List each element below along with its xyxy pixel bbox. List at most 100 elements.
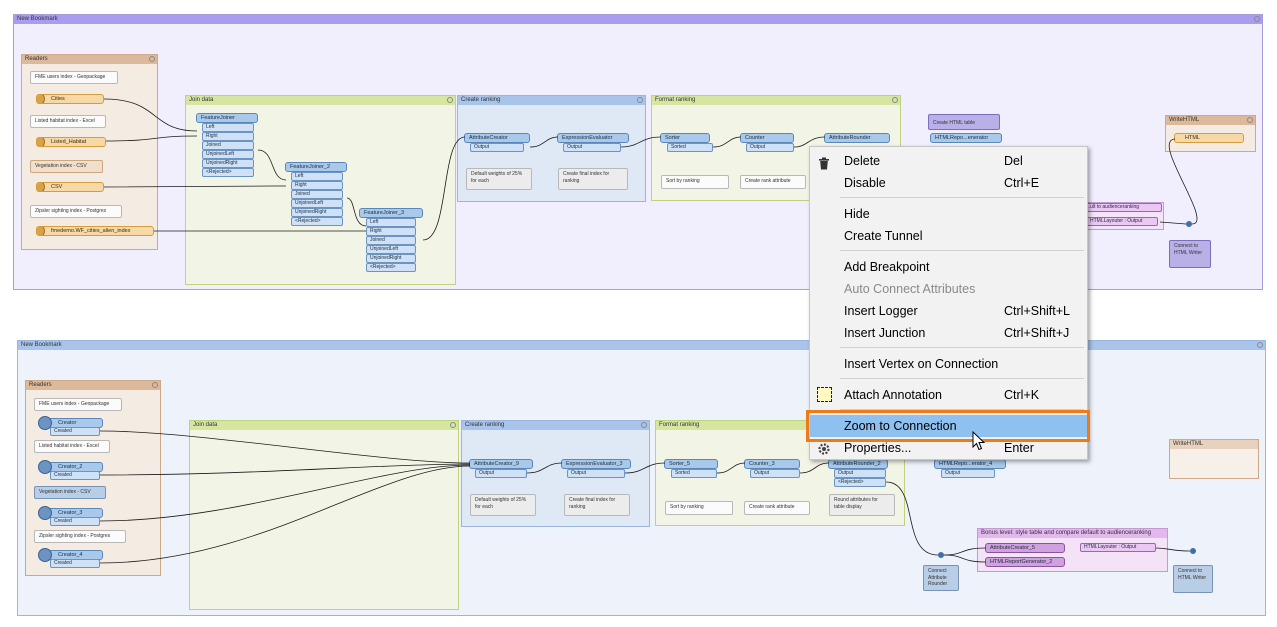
- gear-icon[interactable]: [450, 422, 456, 428]
- output-port[interactable]: Output: [746, 143, 794, 152]
- htmllayouter-output[interactable]: HTMLLayouter : Output: [1080, 543, 1156, 552]
- featurejoiner-port[interactable]: Right: [202, 132, 254, 141]
- output-port[interactable]: Output: [750, 469, 800, 478]
- featurejoiner-port[interactable]: UnjoinedLeft: [202, 150, 254, 159]
- creator-label: Creator_2: [58, 464, 83, 470]
- reader-annotation: FME users index - Geopackage: [30, 71, 118, 84]
- reader-feature-zipsler[interactable]: fmedemo.WF_cities_alien_index: [36, 226, 154, 236]
- menu-item-disable[interactable]: Disable Ctrl+E: [810, 172, 1087, 194]
- gear-icon: [817, 441, 831, 455]
- reader-feature-cities[interactable]: Cities: [36, 94, 104, 104]
- featurejoiner-2-port[interactable]: Joined: [291, 190, 343, 199]
- transformer-sorter-5[interactable]: Sorter_5: [664, 459, 718, 469]
- created-port[interactable]: Created: [50, 517, 100, 526]
- created-port[interactable]: Created: [50, 427, 100, 436]
- menu-separator: [840, 409, 1084, 410]
- featurejoiner-port[interactable]: Joined: [202, 141, 254, 150]
- transformer-htmlreportgenerator[interactable]: HTMLRepo...enerator: [930, 133, 1002, 143]
- featurejoiner-3-port[interactable]: Joined: [366, 236, 416, 245]
- output-port[interactable]: Output: [563, 143, 621, 152]
- featurejoiner-port[interactable]: UnjoinedRight: [202, 159, 254, 168]
- writer-feature-html[interactable]: HTML: [1174, 133, 1244, 143]
- menu-item-properties[interactable]: Properties... Enter: [810, 437, 1087, 459]
- created-port[interactable]: Created: [50, 471, 100, 480]
- gear-icon[interactable]: [892, 97, 898, 103]
- featurejoiner-3-port[interactable]: UnjoinedLeft: [366, 245, 416, 254]
- creator-icon: [38, 506, 52, 520]
- menu-item-insert-logger[interactable]: Insert Logger Ctrl+Shift+L: [810, 300, 1087, 322]
- featurejoiner-3-port[interactable]: <Rejected>: [366, 263, 416, 272]
- transformer-featurejoiner-2[interactable]: FeatureJoiner_2: [285, 162, 347, 172]
- transformer-expressionevaluator-3[interactable]: ExpressionEvaluator_3: [561, 459, 631, 469]
- menu-label: Insert Logger: [844, 304, 918, 318]
- menu-item-zoom-to-connection[interactable]: Zoom to Connection: [810, 415, 1087, 437]
- reader-annotation: FME users index - Geopackage: [34, 398, 122, 411]
- transformer-attributerounder[interactable]: AttributeRounder: [824, 133, 890, 143]
- menu-item-insert-vertex[interactable]: Insert Vertex on Connection: [810, 353, 1087, 375]
- featurejoiner-3-port[interactable]: Right: [366, 227, 416, 236]
- created-port[interactable]: Created: [50, 559, 100, 568]
- transformer-counter-3[interactable]: Counter_3: [744, 459, 800, 469]
- reader-icon: [37, 183, 45, 191]
- transformer-attributecreator-5[interactable]: AttributeCreator_5: [985, 543, 1065, 553]
- gear-icon[interactable]: [149, 56, 155, 62]
- transformer-featurejoiner[interactable]: FeatureJoiner: [196, 113, 258, 123]
- output-port[interactable]: Output: [475, 469, 527, 478]
- output-port[interactable]: Output: [567, 469, 625, 478]
- menu-item-delete[interactable]: Delete Del: [810, 150, 1087, 172]
- join-data-group-bottom[interactable]: Join data: [189, 420, 459, 610]
- menu-label: Properties...: [844, 441, 912, 455]
- creator-icon: [38, 548, 52, 562]
- menu-item-add-breakpoint[interactable]: Add Breakpoint: [810, 256, 1087, 278]
- reader-feature-habitat[interactable]: Listed_Habitat: [36, 137, 106, 147]
- gear-icon[interactable]: [152, 382, 158, 388]
- readers-group-title: Readers: [22, 55, 157, 64]
- sorted-port[interactable]: Sorted: [671, 469, 717, 478]
- gear-icon[interactable]: [637, 97, 643, 103]
- featurejoiner-2-port[interactable]: UnjoinedRight: [291, 208, 343, 217]
- gear-icon[interactable]: [1247, 117, 1253, 123]
- featurejoiner-port[interactable]: Left: [202, 123, 254, 132]
- featurejoiner-port[interactable]: <Rejected>: [202, 168, 254, 177]
- menu-item-hide[interactable]: Hide: [810, 203, 1087, 225]
- menu-item-attach-annotation[interactable]: Attach Annotation Ctrl+K: [810, 384, 1087, 406]
- transformer-attributecreator-9[interactable]: AttributeCreator_9: [469, 459, 533, 469]
- reader-feature-csv[interactable]: CSV: [36, 182, 104, 192]
- gear-icon[interactable]: [641, 422, 647, 428]
- menu-item-create-tunnel[interactable]: Create Tunnel: [810, 225, 1087, 247]
- gear-icon[interactable]: [1257, 342, 1263, 348]
- featurejoiner-2-port[interactable]: Left: [291, 172, 343, 181]
- transformer-sorter[interactable]: Sorter: [660, 133, 710, 143]
- reader-annotation: Listed habitat index - Excel: [30, 115, 106, 128]
- menu-label: Disable: [844, 176, 886, 190]
- transformer-htmlreportgenerator-4[interactable]: HTMLRepo...erator_4: [934, 459, 1006, 469]
- transformer-attributerounder-2[interactable]: AttributeRounder_2: [828, 459, 888, 469]
- feature-label: CSV: [51, 184, 63, 190]
- gear-icon[interactable]: [1254, 16, 1260, 22]
- sorted-port[interactable]: Sorted: [667, 143, 713, 152]
- transformer-expressionevaluator[interactable]: ExpressionEvaluator: [557, 133, 629, 143]
- annotation: Create rank attribute: [740, 175, 806, 189]
- menu-item-insert-junction[interactable]: Insert Junction Ctrl+Shift+J: [810, 322, 1087, 344]
- output-port[interactable]: Output: [470, 143, 524, 152]
- featurejoiner-3-port[interactable]: UnjoinedRight: [366, 254, 416, 263]
- output-port[interactable]: Output: [941, 469, 995, 478]
- rejected-port[interactable]: <Rejected>: [834, 478, 886, 487]
- menu-label: Insert Junction: [844, 326, 926, 340]
- gear-icon[interactable]: [447, 97, 453, 103]
- output-port[interactable]: Output: [834, 469, 886, 478]
- feature-label: fmedemo.WF_cities_alien_index: [51, 228, 131, 234]
- menu-label: Delete: [844, 154, 881, 168]
- featurejoiner-2-port[interactable]: UnjoinedLeft: [291, 199, 343, 208]
- featurejoiner-2-port[interactable]: <Rejected>: [291, 217, 343, 226]
- annotation: Sort by ranking: [661, 175, 729, 189]
- writer-group-bottom[interactable]: WriteHTML: [1169, 439, 1259, 479]
- feature-label: Listed_Habitat: [51, 139, 87, 145]
- transformer-counter[interactable]: Counter: [740, 133, 794, 143]
- featurejoiner-3-port[interactable]: Left: [366, 218, 416, 227]
- transformer-attributecreator[interactable]: AttributeCreator: [464, 133, 530, 143]
- transformer-featurejoiner-3[interactable]: FeatureJoiner_3: [359, 208, 423, 218]
- transformer-htmlreportgenerator-2[interactable]: HTMLReportGenerator_2: [985, 557, 1065, 567]
- featurejoiner-2-port[interactable]: Right: [291, 181, 343, 190]
- htmllayouter-output[interactable]: HTMLLayouter : Output: [1086, 217, 1158, 226]
